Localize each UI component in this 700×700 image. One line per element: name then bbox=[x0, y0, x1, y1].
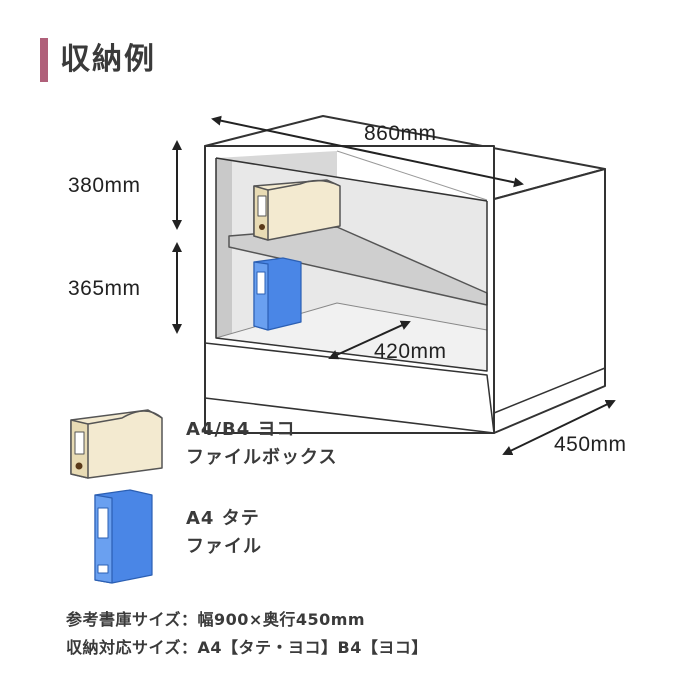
legend-binder-text: A4 タテ ファイル bbox=[186, 505, 262, 561]
legend-file-box-line2: ファイルボックス bbox=[186, 447, 338, 468]
legend-binder-line2: ファイル bbox=[186, 536, 262, 557]
depth-arrow bbox=[502, 399, 616, 456]
title-accent-bar bbox=[40, 38, 48, 82]
cabinet-left-inner-wall bbox=[216, 158, 232, 338]
depth-label: 450mm bbox=[554, 433, 627, 456]
cabinet-side-face bbox=[486, 168, 606, 434]
dimension-arrows bbox=[172, 115, 616, 456]
page-title: 収納例 bbox=[60, 42, 156, 77]
legend-file-box-line1: A4/B4 ヨコ bbox=[186, 419, 296, 440]
inner-depth-label: 420mm bbox=[374, 340, 447, 363]
file-box-icon bbox=[70, 409, 163, 479]
cabinet bbox=[204, 115, 606, 434]
storage-size-spec: 収納対応サイズ：A4【タテ・ヨコ】B4【ヨコ】 bbox=[66, 638, 428, 657]
legend-file-box-text: A4/B4 ヨコ ファイルボックス bbox=[186, 416, 337, 472]
reference-size-spec: 参考書庫サイズ：幅900×奥行450mm bbox=[66, 610, 366, 629]
inner-depth-arrow bbox=[328, 320, 411, 360]
width-dimension-label: 860mm bbox=[364, 122, 437, 145]
legend-binder-line1: A4 タテ bbox=[186, 508, 260, 529]
lower-height-label: 365mm bbox=[68, 277, 141, 300]
upper-height-label: 380mm bbox=[68, 174, 141, 197]
binder-file-icon bbox=[94, 489, 153, 584]
binder-illustration bbox=[253, 257, 302, 331]
width-arrow bbox=[211, 115, 524, 188]
